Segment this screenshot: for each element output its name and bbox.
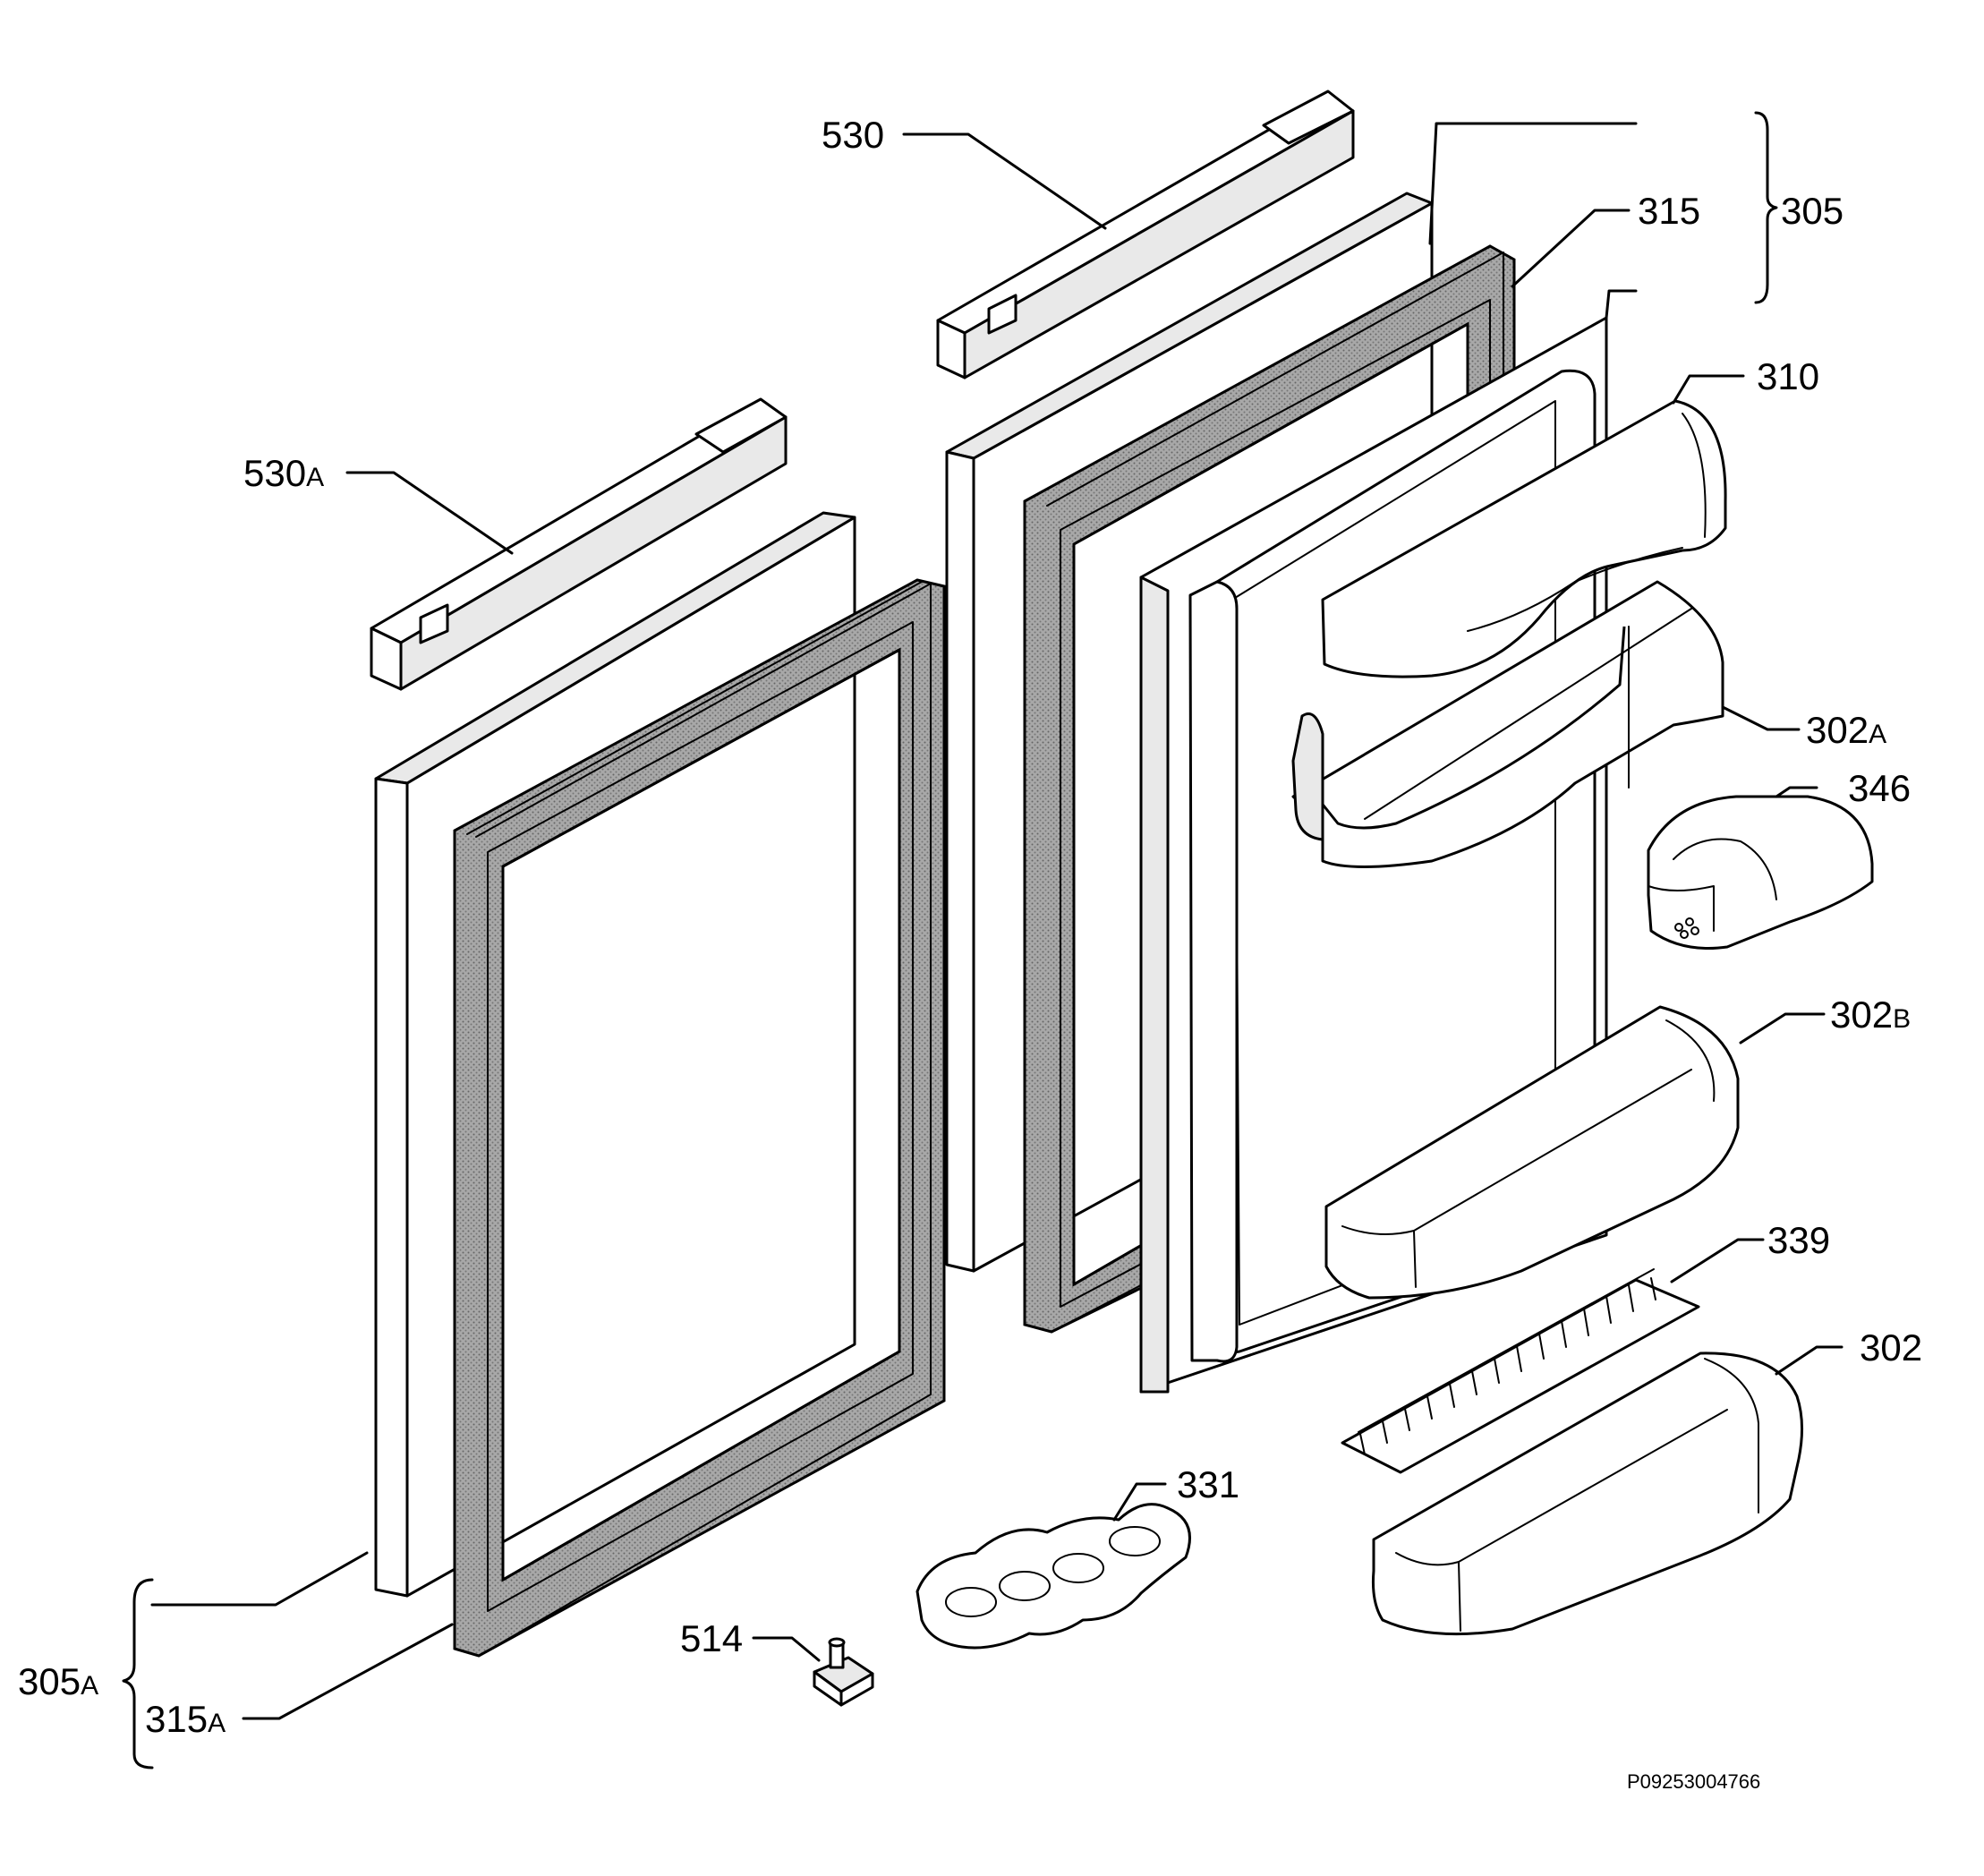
egg-tray-331	[915, 1503, 1191, 1650]
callout-530a[interactable]: 530A	[243, 452, 324, 494]
callout-315a[interactable]: 315A	[145, 1698, 226, 1740]
bottle-retainer-339	[1341, 1268, 1700, 1474]
brace-305[interactable]	[1754, 111, 1778, 304]
callout-302[interactable]: 302	[1860, 1326, 1922, 1369]
callout-302b[interactable]: 302B	[1830, 993, 1911, 1036]
callout-302a[interactable]: 302A	[1806, 709, 1886, 751]
callout-339[interactable]: 339	[1767, 1219, 1830, 1261]
compartment-vent-icon	[1674, 917, 1699, 939]
hinge-pin-514	[813, 1637, 874, 1707]
brace-305a[interactable]	[122, 1578, 154, 1769]
callout-315[interactable]: 315	[1638, 190, 1700, 232]
callout-305a[interactable]: 305A	[18, 1660, 98, 1702]
callout-346[interactable]: 346	[1848, 767, 1911, 809]
shelf-cover-310	[1321, 399, 1727, 678]
left-door-gasket	[453, 578, 946, 1658]
leader-lines	[150, 122, 1844, 1720]
dairy-compartment-346	[1647, 795, 1874, 951]
door-shelf-302b	[1324, 1005, 1740, 1300]
right-door-trim-530	[936, 90, 1355, 379]
callout-310[interactable]: 310	[1757, 355, 1819, 397]
callout-514[interactable]: 514	[680, 1617, 743, 1659]
callout-331[interactable]: 331	[1177, 1463, 1239, 1505]
callout-305[interactable]: 305	[1781, 190, 1844, 232]
drawing-code: P09253004766	[1627, 1770, 1760, 1793]
door-shelf-302a	[1291, 580, 1724, 868]
door-shelf-302	[1372, 1352, 1804, 1636]
callout-530[interactable]: 530	[822, 114, 884, 156]
left-door-trim-530a	[370, 397, 788, 691]
left-door-panel	[374, 511, 856, 1598]
